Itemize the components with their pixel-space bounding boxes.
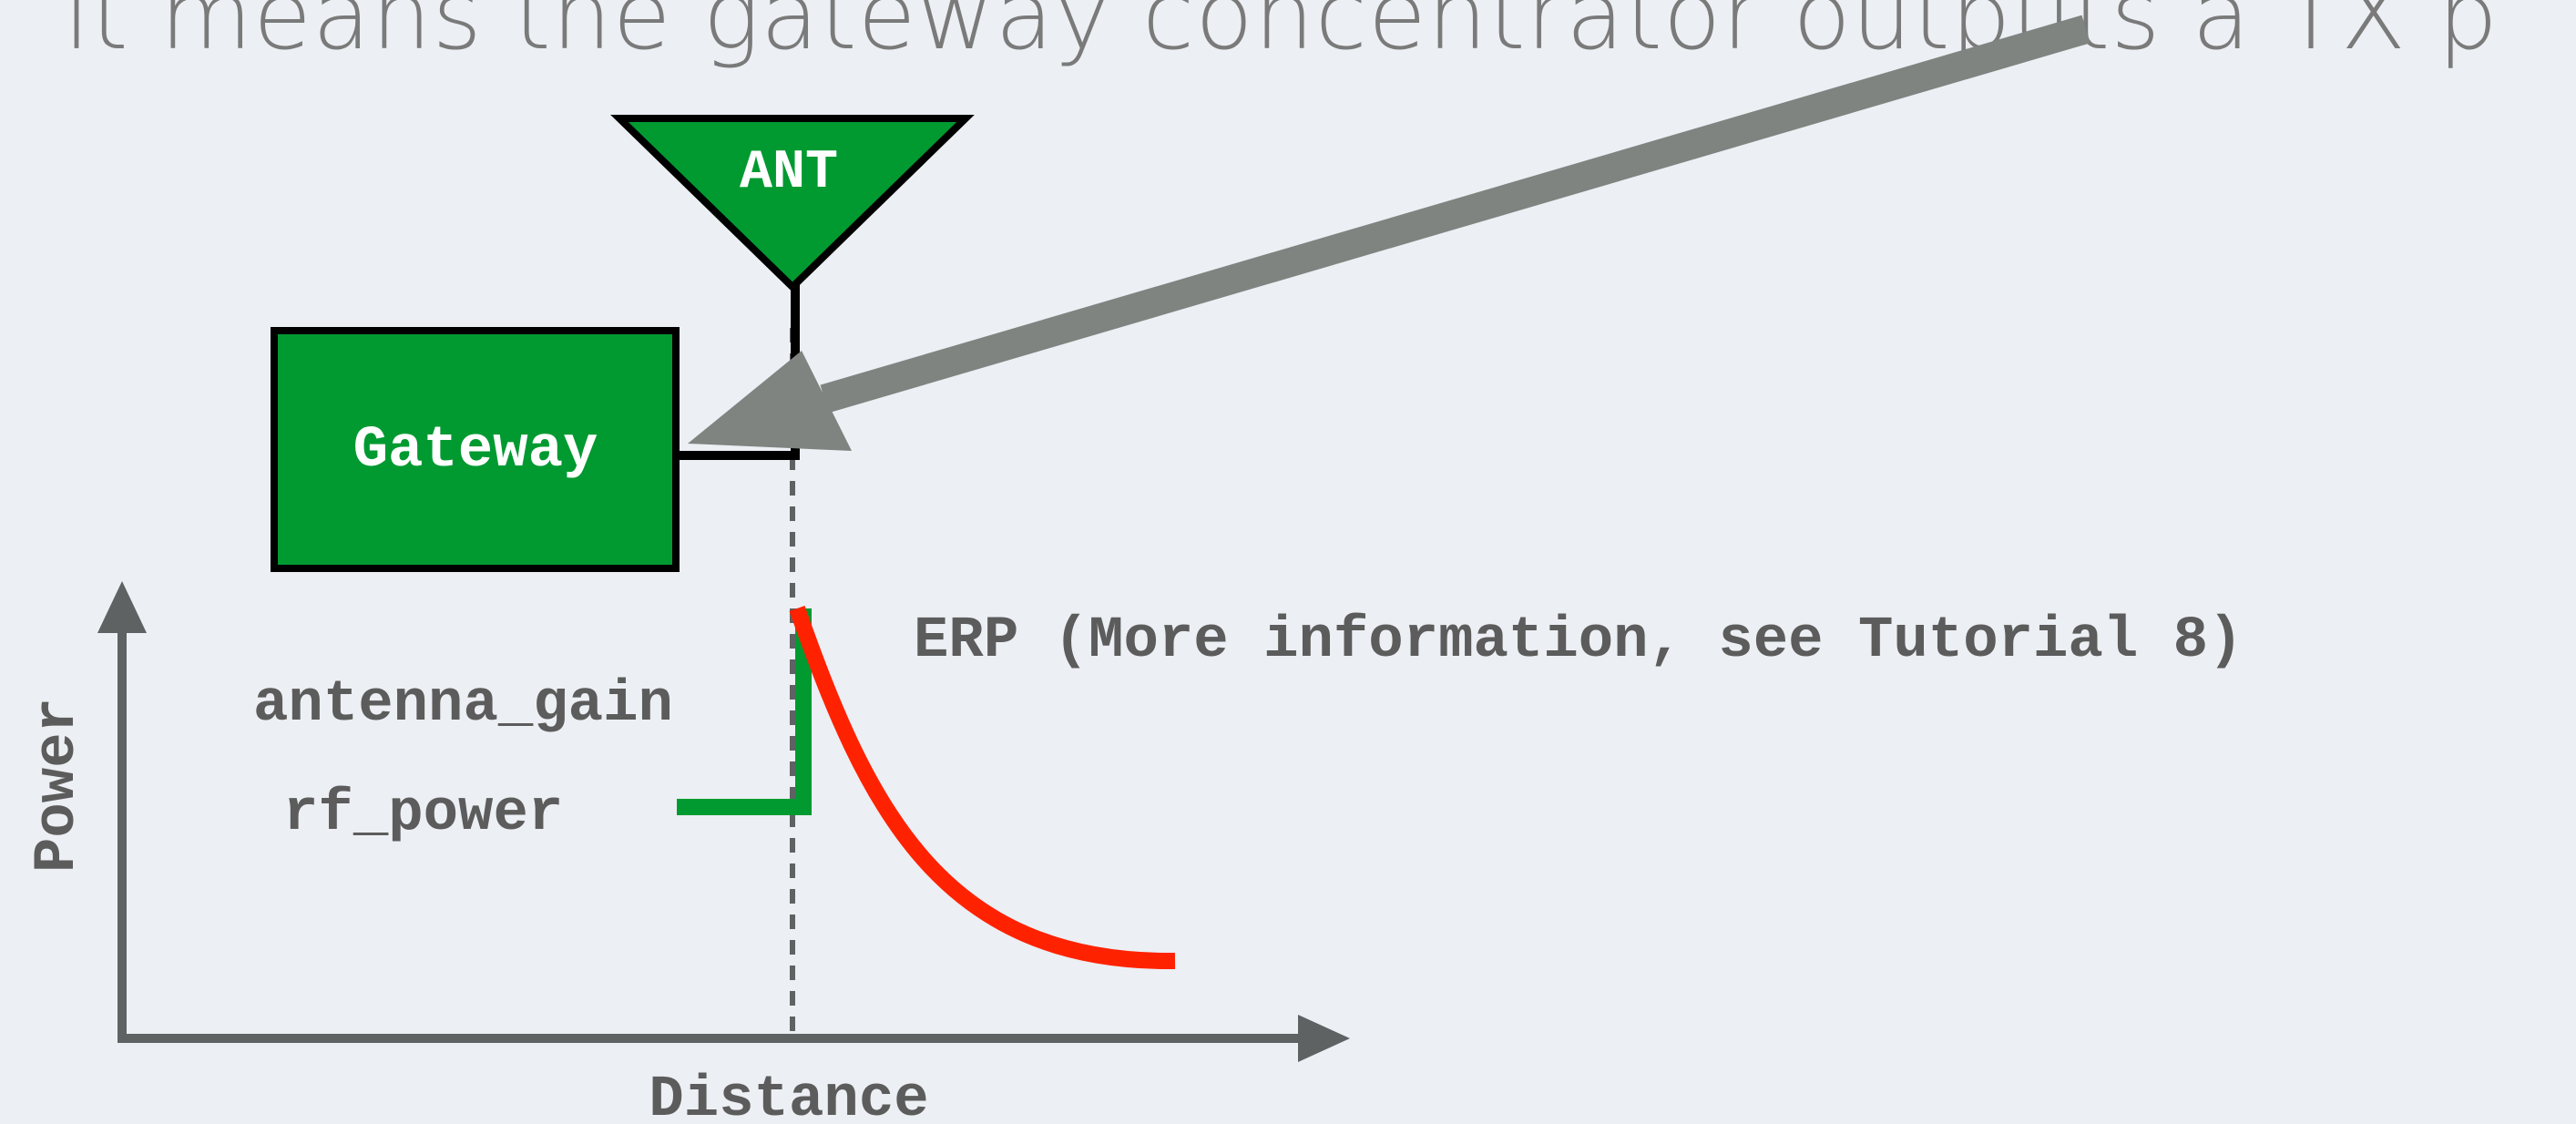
erp-falloff-curve	[789, 605, 1176, 970]
pointer-arrow	[688, 15, 2090, 451]
headline-text: it means the gateway concentrator output…	[64, 0, 2499, 71]
erp-label: ERP (More information, see Tutorial 8)	[914, 608, 2243, 674]
rf-power-step-line	[677, 608, 812, 815]
y-axis-label: Power	[26, 698, 91, 873]
y-axis-arrowhead	[97, 581, 147, 633]
x-axis-arrowhead	[1298, 1015, 1350, 1062]
antenna-icon: ANT	[610, 115, 975, 292]
axes	[97, 581, 1350, 1062]
antenna-label: ANT	[740, 142, 838, 204]
rf-power-label: rf_power	[283, 782, 563, 847]
x-axis-label: Distance	[649, 1068, 928, 1124]
gateway-box: Gateway	[271, 327, 680, 572]
antenna-gain-label: antenna_gain	[253, 672, 673, 738]
gateway-label: Gateway	[353, 418, 598, 484]
